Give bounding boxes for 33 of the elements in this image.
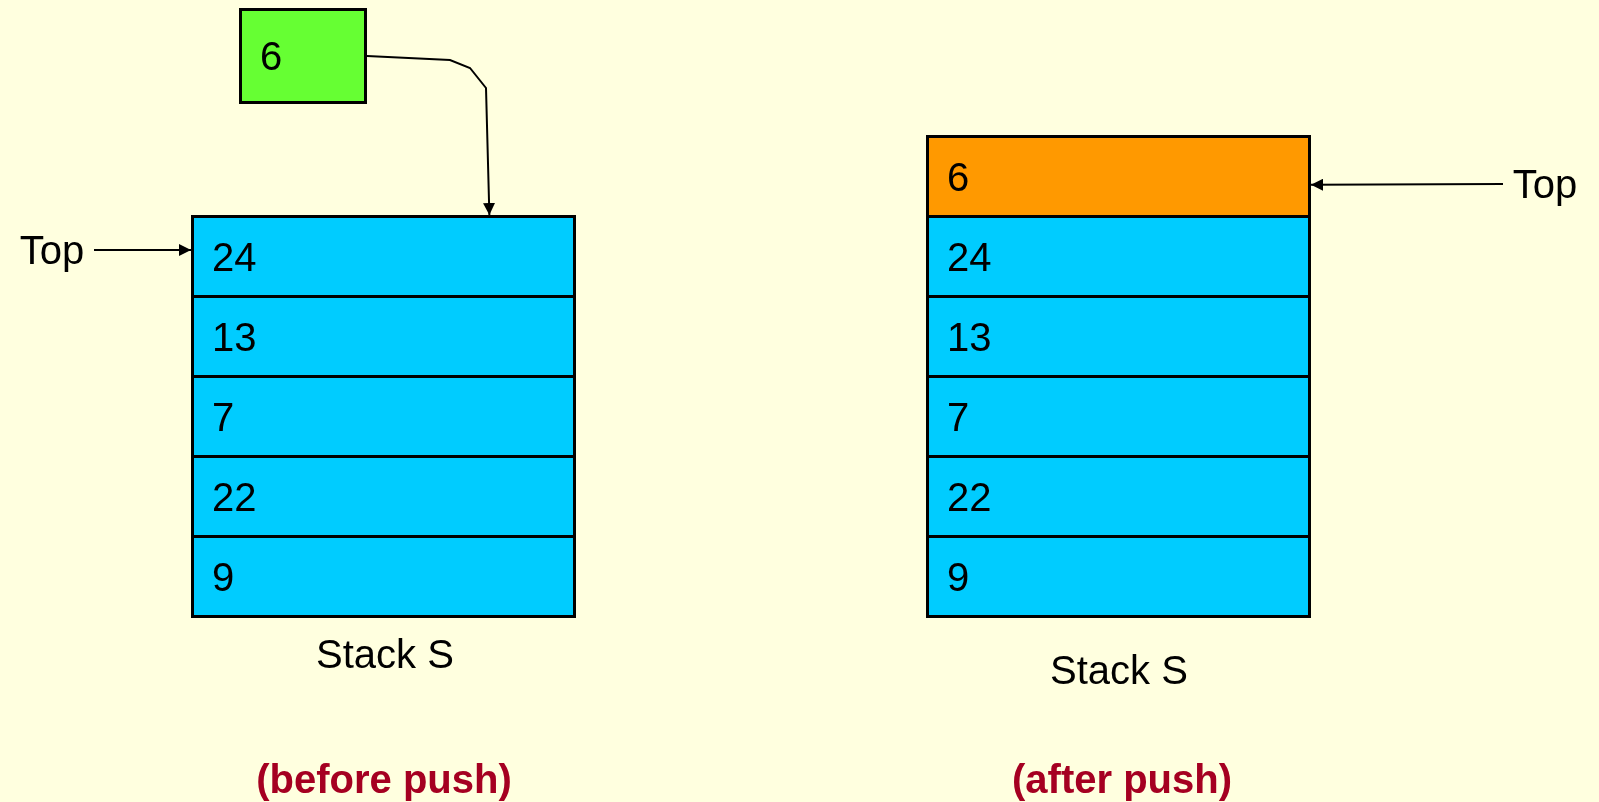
stack-caption: Stack S xyxy=(1050,648,1188,693)
stack-cell xyxy=(926,455,1311,538)
stack-cell xyxy=(926,535,1311,618)
cell-value: 13 xyxy=(947,316,992,357)
stack-caption: Stack S xyxy=(316,632,454,677)
arrow xyxy=(1310,178,1504,191)
state-caption: (after push) xyxy=(1012,757,1232,802)
state-caption: (before push) xyxy=(256,757,512,802)
cell-value: 24 xyxy=(947,236,992,277)
cell-value: 9 xyxy=(212,556,235,597)
arrow xyxy=(93,244,192,256)
stack-cell xyxy=(191,215,576,298)
cell-value: 7 xyxy=(947,396,970,437)
stack-cell xyxy=(926,375,1311,458)
stack-cell xyxy=(926,215,1311,298)
cell-value: 6 xyxy=(260,36,283,76)
pointer-label: Top xyxy=(10,227,94,273)
cell-value: 22 xyxy=(212,476,257,517)
value-box xyxy=(239,8,367,104)
arrow xyxy=(366,55,496,216)
stack-cell xyxy=(926,295,1311,378)
cell-value: 6 xyxy=(947,156,970,197)
stack-cell xyxy=(926,135,1311,218)
cell-value: 7 xyxy=(212,396,235,437)
stack-cell xyxy=(191,455,576,538)
cell-value: 24 xyxy=(212,236,257,277)
stack-cell xyxy=(191,295,576,378)
stack-cell xyxy=(191,375,576,458)
cell-value: 22 xyxy=(947,476,992,517)
pointer-label: Top xyxy=(1503,161,1587,207)
cell-value: 9 xyxy=(947,556,970,597)
stack-cell xyxy=(191,535,576,618)
cell-value: 13 xyxy=(212,316,257,357)
